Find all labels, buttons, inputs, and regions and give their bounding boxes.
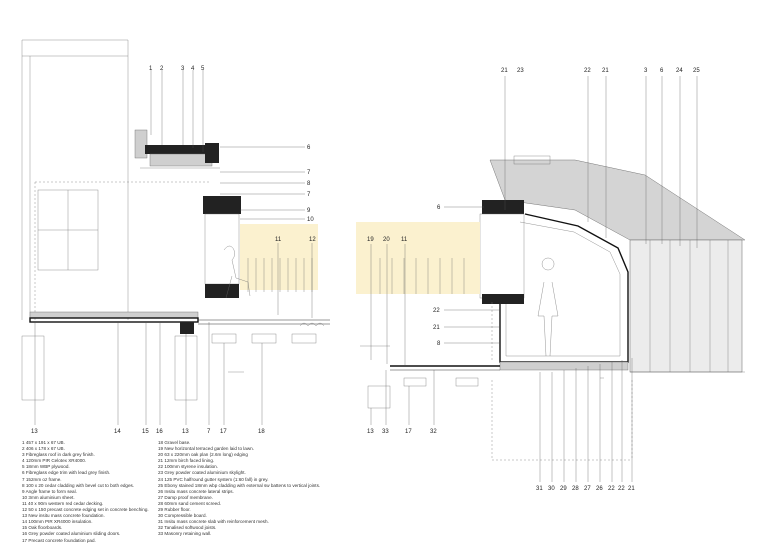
callout: 22 (433, 308, 440, 314)
left-section (21, 39, 330, 401)
callout: 30 (548, 486, 555, 492)
callout: 4 (191, 66, 195, 72)
callout: 33 (382, 429, 389, 435)
legend-item: 28 60mm sand cement screed. (158, 500, 222, 506)
callout: 17 (405, 429, 412, 435)
callout: 6 (660, 68, 664, 74)
legend-item: 30 Compressible board. (158, 513, 207, 519)
callout: 8 (307, 181, 311, 187)
legend-item: 29 Rubber floor. (158, 507, 191, 513)
legend-item: 17 Precast concrete foundation pad. (22, 537, 96, 543)
callout: 16 (156, 429, 163, 435)
legend-item: 3 Fibreglass roof in dark grey finish. (22, 452, 95, 458)
callout: 22 (608, 486, 615, 492)
callout: 6 (307, 145, 311, 151)
callout: 3 (181, 66, 185, 72)
callout: 1 (149, 66, 153, 72)
legend-item: 26 Insitu mass concrete lateral strips. (158, 488, 234, 494)
legend-item: 10 3mm aluminium sheet. (22, 494, 75, 500)
callout: 32 (430, 429, 437, 435)
legend-item: 32 Tanalised softwood joists. (158, 525, 217, 531)
legend-item: 11 40 x 90m western red cedar decking. (22, 500, 104, 506)
callout: 11 (401, 237, 408, 243)
callout: 2 (160, 66, 164, 72)
callout: 19 (367, 237, 374, 243)
legend-item: 19 New horizontal terraced garden laid t… (158, 446, 255, 452)
callout: 13 (182, 429, 189, 435)
legend-item: 13 New insitu mass concrete foundation. (22, 513, 105, 519)
callout-numbers: 1 2 3 4 5 6 7 8 7 9 10 11 12 13 14 15 16… (31, 66, 700, 492)
legend-item: 5 18mm WBP plywood. (22, 464, 70, 470)
legend-item: 7 152mm oz frame. (22, 476, 62, 482)
callout: 11 (275, 237, 282, 243)
legend-item: 18 Gravel base. (158, 440, 191, 445)
right-section (356, 155, 746, 461)
legend-item: 1 457 x 191 x 67 UB. (22, 440, 65, 445)
callout: 18 (258, 429, 265, 435)
legend-item: 31 Insitu mass concrete slab with reinfo… (158, 519, 269, 525)
callout: 15 (142, 429, 149, 435)
legend-item: 21 12mm birch faced lining. (158, 458, 215, 464)
callout: 17 (220, 429, 227, 435)
callout: 25 (693, 68, 700, 74)
legend-item: 20 63 x 220mm oak plan (2.6m long) edgin… (158, 452, 248, 458)
callout: 13 (31, 429, 38, 435)
legend-item: 16 Grey powder coated aluminium sliding … (22, 531, 121, 537)
legend-item: 23 Grey powder coated aluminium skylight… (158, 470, 246, 476)
callout: 26 (596, 486, 603, 492)
callout: 14 (114, 429, 121, 435)
callout: 24 (676, 68, 683, 74)
callout: 29 (560, 486, 567, 492)
legend-item: 12 50 x 150 precast concrete edging set … (22, 507, 149, 513)
leader-lines (34, 70, 698, 482)
callout: 9 (307, 208, 311, 214)
legend-item: 4 120mm PIR Celotex XR4000. (22, 458, 87, 464)
callout: 21 (433, 325, 440, 331)
callout: 3 (644, 68, 648, 74)
callout: 28 (572, 486, 579, 492)
legend-item: 22 100mm styrene insulation. (158, 464, 219, 470)
callout: 5 (201, 66, 205, 72)
callout: 7 (307, 192, 311, 198)
legend-item: 2 406 x 178 x 67 UB. (22, 446, 65, 452)
callout: 7 (307, 170, 311, 176)
callout: 21 (602, 68, 609, 74)
legend-item: 25 Ebony stained 18mm wbp cladding with … (158, 482, 321, 488)
callout: 13 (367, 429, 374, 435)
legend-item: 33 Masonry retaining wall. (158, 531, 212, 537)
callout: 10 (307, 217, 314, 223)
callout: 22 (584, 68, 591, 74)
legend-left: 1 457 x 191 x 67 UB. 2 406 x 178 x 67 UB… (22, 440, 149, 544)
legend-item: 24 125 PVC halfround gutter system (1:60… (158, 476, 269, 482)
callout: 31 (536, 486, 543, 492)
callout: 27 (584, 486, 591, 492)
callout: 23 (517, 68, 524, 74)
callout: 20 (383, 237, 390, 243)
legend-item: 8 100 x 20 cedar cladding with bevel cut… (22, 482, 135, 488)
callout: 7 (207, 429, 211, 435)
legend-item: 6 Fibreglass edge trim with lead grey fi… (22, 470, 111, 476)
callout: 6 (437, 205, 441, 211)
legend-item: 9 Angle frame to form seal. (22, 488, 77, 494)
callout: 22 (618, 486, 625, 492)
legend-right: 18 Gravel base. 19 New horizontal terrac… (158, 440, 320, 538)
callout: 21 (628, 486, 635, 492)
callout: 21 (501, 68, 508, 74)
legend-item: 27 Damp proof membrane. (158, 494, 213, 500)
callout: 8 (437, 341, 441, 347)
legend-item: 14 100mm PIR XR4000 insulation. (22, 519, 93, 525)
legend-item: 15 Oak floorboards. (22, 525, 63, 531)
callout: 12 (309, 237, 316, 243)
